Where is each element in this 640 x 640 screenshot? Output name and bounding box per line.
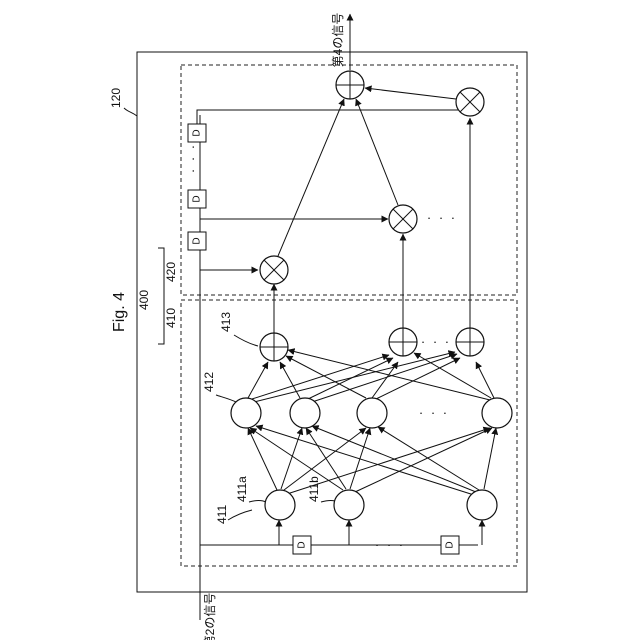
link-mult1-sum [278,99,344,256]
label-layer-412: 412 [202,372,216,392]
ellipsis-hidden: · · · [419,405,449,420]
ellipsis-delay-f: · · · [185,143,200,173]
leader-411 [228,510,252,520]
delay-label-f-3: D [192,129,203,136]
label-unit-400: 400 [137,290,151,310]
label-node-411a: 411a [235,476,249,502]
adder-node-last [456,328,484,356]
ellipsis-adders: · · · [421,334,451,349]
multiplier-node-last [456,88,484,116]
filter-tap-line-3 [197,110,470,124]
adder-node-1 [260,333,288,361]
label-block-420: 420 [164,262,178,282]
multiplier-node-1 [260,256,288,284]
label-block-410: 410 [164,308,178,328]
delay-label-f-2: D [192,195,203,202]
adder-node-2 [389,328,417,356]
input-node-411b [334,490,364,520]
input-node-411a [265,490,295,520]
hidden-node-last [482,398,512,428]
hidden-node-1 [231,398,261,428]
leader-411a [249,501,266,503]
link-mult3-sum [365,88,456,99]
input-hidden-links [248,426,496,495]
delay-label-in-1: D [297,541,308,548]
label-node-411b: 411b [307,476,321,502]
leader-412 [216,395,236,402]
link-mult2-sum [356,99,398,205]
multiplier-node-2 [389,205,417,233]
label-layer-411: 411 [215,505,229,524]
summer-node [336,71,364,99]
hidden-node-3 [357,398,387,428]
delay-label-f-1: D [192,237,203,244]
ellipsis-delay-in: · · · [375,537,405,552]
label-layer-413: 413 [219,312,233,332]
label-device-120: 120 [109,88,123,108]
output-signal-label: 第4の信号 [331,13,345,68]
hidden-node-2 [290,398,320,428]
input-node-last [467,490,497,520]
leader-120 [124,108,137,116]
leader-413 [234,335,258,346]
delay-label-in-2: D [445,541,456,548]
ellipsis-mults: · · · [427,210,457,225]
figure-title: Fig. 4 [111,292,128,332]
input-signal-label: 第2の信号 [203,593,217,640]
hidden-output-links [248,350,494,402]
